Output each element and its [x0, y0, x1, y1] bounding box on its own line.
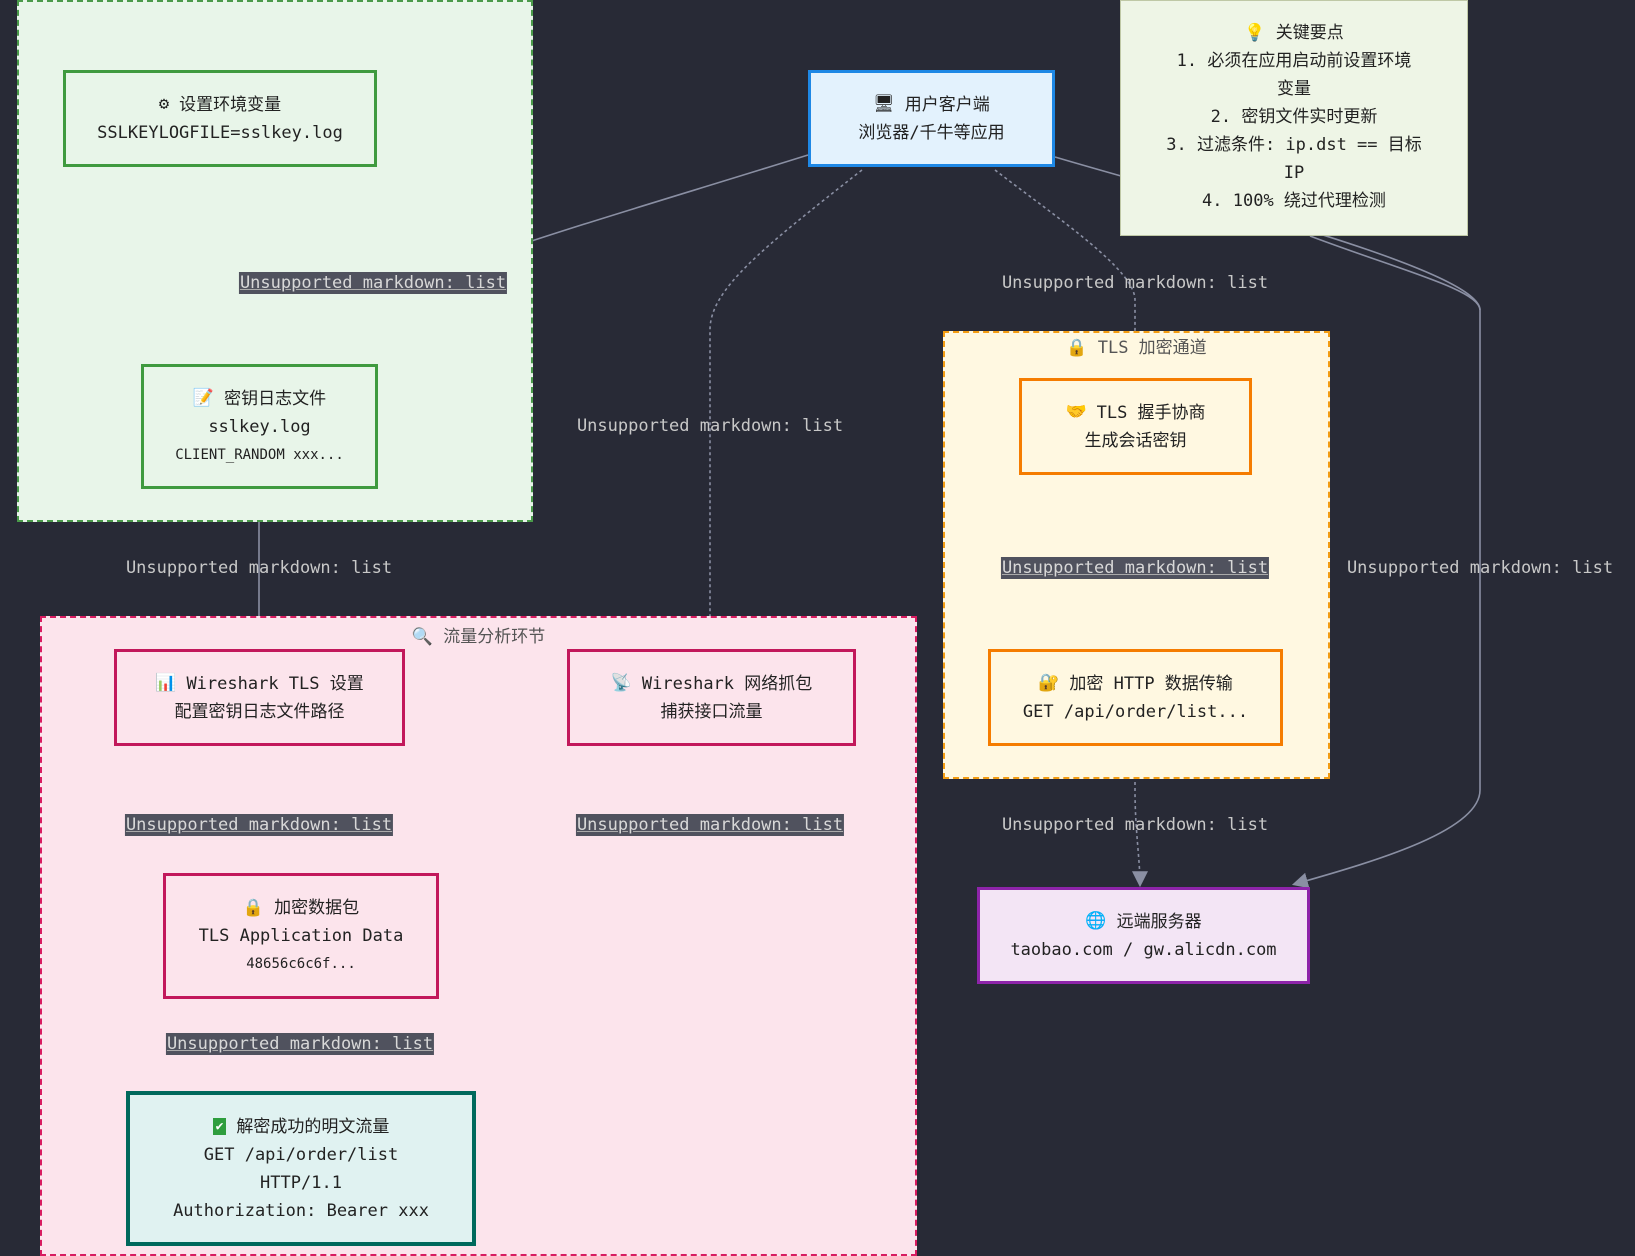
edge-label: Unsupported markdown: list: [576, 416, 844, 436]
node-wireshark-capture[interactable]: 📡 Wireshark 网络抓包 捕获接口流量: [567, 649, 856, 746]
globe-icon: 🌐: [1085, 911, 1107, 931]
node-handshake-line1: 生成会话密钥: [1084, 430, 1187, 451]
cluster-analysis-title: 🔍 流量分析环节: [411, 627, 546, 647]
note-line: 3. 过滤条件: ip.dst == 目标: [1166, 135, 1422, 155]
edge-http-server: [1131, 746, 1148, 888]
note-line: 4. 100% 绕过代理检测: [1202, 191, 1386, 211]
node-keylog-title: 密钥日志文件: [224, 388, 327, 409]
node-keylog-line2: CLIENT_RANDOM xxx...: [175, 446, 344, 463]
node-http-line1: GET /api/order/list...: [1022, 701, 1249, 722]
node-plain-title: 解密成功的明文流量: [236, 1116, 390, 1137]
node-ws-tls-line1: 配置密钥日志文件路径: [174, 701, 345, 722]
node-encrypted-packet[interactable]: 🔒 加密数据包 TLS Application Data 48656c6c6f..…: [163, 873, 439, 999]
node-keylog-file[interactable]: 📝 密钥日志文件 sslkey.log CLIENT_RANDOM xxx...: [141, 364, 378, 489]
note-line: IP: [1283, 163, 1305, 183]
node-plain-line2: HTTP/1.1: [260, 1172, 342, 1193]
node-keylog-line1: sslkey.log: [208, 416, 311, 437]
note-line: 1. 必须在应用启动前设置环境: [1176, 51, 1412, 71]
node-plain-line3: Authorization: Bearer xxx: [173, 1200, 429, 1221]
edge-note-server: [1309, 235, 1481, 311]
node-enc-pkt-line2: 48656c6c6f...: [246, 956, 356, 972]
node-enc-pkt-line1: TLS Application Data: [198, 926, 404, 946]
edge-label: Unsupported markdown: list: [238, 272, 508, 294]
key-points-note: 💡 关键要点 1. 必须在应用启动前设置环境 变量 2. 密钥文件实时更新 3.…: [1120, 0, 1468, 236]
gear-icon: ⚙: [158, 94, 170, 114]
node-ws-cap-line1: 捕获接口流量: [660, 701, 763, 722]
chart-icon: 📊: [155, 673, 177, 693]
lock-icon: 🔒: [242, 897, 265, 918]
note-line: 变量: [1277, 79, 1311, 99]
edge-label: Unsupported markdown: list: [1346, 558, 1614, 578]
node-enc-pkt-title: 加密数据包: [274, 898, 360, 918]
node-tls-handshake[interactable]: 🤝 TLS 握手协商 生成会话密钥: [1019, 378, 1252, 475]
edge-label: Unsupported markdown: list: [124, 814, 394, 836]
node-http-title: 加密 HTTP 数据传输: [1069, 673, 1233, 694]
lock-icon: 🔒: [1066, 338, 1088, 358]
lock-key-icon: 🔐: [1038, 673, 1060, 693]
node-handshake-title: TLS 握手协商: [1096, 402, 1206, 423]
magnifier-icon: 🔍: [411, 627, 433, 647]
edge-label: Unsupported markdown: list: [1001, 815, 1269, 835]
edge-label: Unsupported markdown: list: [165, 1033, 435, 1055]
edge-label: Unsupported markdown: list: [125, 558, 393, 578]
satellite-icon: 📡: [610, 673, 632, 693]
node-plain-line1: GET /api/order/list: [203, 1144, 399, 1165]
cluster-tls-title: 🔒 TLS 加密通道: [1066, 338, 1207, 358]
node-set-env-title: 设置环境变量: [179, 94, 282, 115]
edge-label: Unsupported markdown: list: [1000, 557, 1270, 579]
edge-label: Unsupported markdown: list: [575, 814, 845, 836]
edge-label: Unsupported markdown: list: [1001, 273, 1269, 293]
node-ws-cap-title: Wireshark 网络抓包: [641, 673, 813, 694]
node-client-title: 用户客户端: [904, 94, 990, 115]
node-server-line1: taobao.com / gw.alicdn.com: [1010, 939, 1277, 960]
node-set-env-line1: SSLKEYLOGFILE=sslkey.log: [97, 122, 343, 143]
edge-client-wscap: [702, 169, 863, 649]
check-icon: ✔: [212, 1118, 227, 1135]
edge-client-handshake: [994, 169, 1143, 378]
node-set-env[interactable]: ⚙ 设置环境变量 SSLKEYLOGFILE=sslkey.log: [63, 70, 377, 167]
node-client-line1: 浏览器/千牛等应用: [858, 122, 1005, 143]
node-remote-server[interactable]: 🌐 远端服务器 taobao.com / gw.alicdn.com: [977, 887, 1310, 984]
node-encrypted-http[interactable]: 🔐 加密 HTTP 数据传输 GET /api/order/list...: [988, 649, 1283, 746]
node-user-client[interactable]: 🖥 用户客户端 浏览器/千牛等应用: [808, 70, 1055, 167]
desktop-icon: 🖥: [873, 94, 895, 114]
memo-icon: 📝: [192, 388, 215, 408]
note-line: 2. 密钥文件实时更新: [1210, 107, 1378, 127]
node-server-title: 远端服务器: [1116, 911, 1202, 932]
note-title: 关键要点: [1275, 23, 1344, 43]
node-wireshark-tls[interactable]: 📊 Wireshark TLS 设置 配置密钥日志文件路径: [114, 649, 405, 746]
handshake-icon: 🤝: [1065, 402, 1087, 422]
bulb-icon: 💡: [1244, 23, 1266, 43]
node-ws-tls-title: Wireshark TLS 设置: [186, 673, 364, 694]
node-plaintext-traffic[interactable]: ✔解密成功的明文流量 GET /api/order/list HTTP/1.1 …: [126, 1091, 476, 1246]
